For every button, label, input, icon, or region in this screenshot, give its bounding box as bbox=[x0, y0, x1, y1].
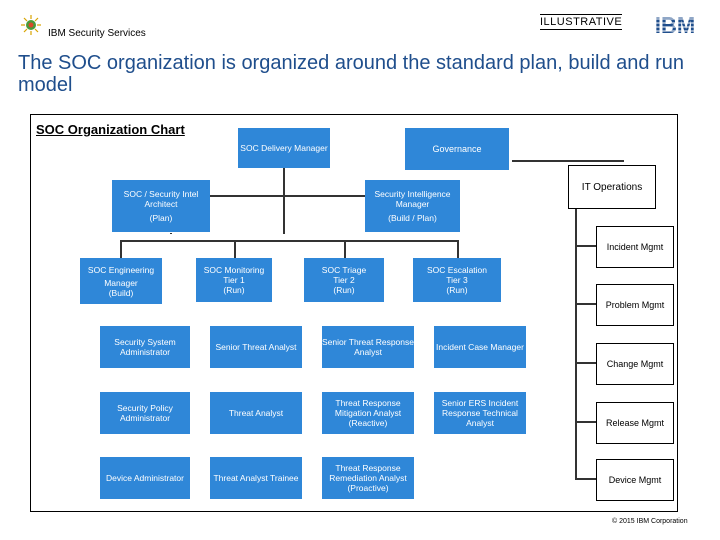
role-box: Security System Administrator bbox=[100, 326, 190, 368]
copyright: © 2015 IBM Corporation bbox=[612, 518, 688, 525]
illustrative-label: ILLUSTRATIVE bbox=[540, 14, 623, 30]
role-box: Device Administrator bbox=[100, 457, 190, 499]
connector-line bbox=[575, 208, 577, 478]
box-label: Threat Analyst Trainee bbox=[213, 473, 299, 483]
service-name: IBM Security Services bbox=[48, 28, 146, 39]
soc-triage-box: SOC Triage Tier 2 (Run) bbox=[304, 258, 384, 302]
box-label: SOC Delivery Manager bbox=[240, 143, 328, 153]
box-label: Incident Case Manager bbox=[436, 342, 524, 352]
soc-engineering-box: SOC Engineering Manager (Build) bbox=[80, 258, 162, 304]
box-role: (Plan) bbox=[149, 213, 173, 223]
connector-line bbox=[170, 233, 172, 234]
role-box: Threat Analyst bbox=[210, 392, 302, 434]
box-label: SOC Engineering bbox=[87, 264, 155, 275]
role-box: Threat Analyst Trainee bbox=[210, 457, 302, 499]
box-label: IT Operations bbox=[581, 181, 643, 193]
role-box: Senior Threat Response Analyst bbox=[322, 326, 414, 368]
box-label: Change Mgmt bbox=[606, 359, 664, 369]
connector-line bbox=[234, 240, 236, 260]
box-label: SOC Triage bbox=[321, 265, 367, 275]
box-label: Senior ERS Incident Response Technical A… bbox=[441, 398, 519, 428]
soc-escalation-box: SOC Escalation Tier 3 (Run) bbox=[413, 258, 501, 302]
role-box: Security Policy Administrator bbox=[100, 392, 190, 434]
box-label: Incident Mgmt bbox=[606, 242, 664, 252]
connector-line bbox=[210, 195, 283, 197]
connector-line bbox=[575, 362, 597, 364]
box-sub: Tier 1 bbox=[223, 275, 245, 285]
box-label: Security Intelligence Manager bbox=[374, 189, 451, 209]
box-label: Release Mgmt bbox=[605, 418, 665, 428]
ibm-logo: IBM bbox=[650, 13, 700, 41]
box-label: Problem Mgmt bbox=[605, 300, 665, 310]
ibm-logo-text: IBM bbox=[655, 14, 695, 36]
connector-line bbox=[575, 245, 597, 247]
box-role: (Run) bbox=[446, 285, 468, 295]
box-role: (Build) bbox=[108, 287, 134, 298]
box-label: Senior Threat Response Analyst bbox=[322, 337, 414, 357]
connector-line bbox=[283, 162, 285, 234]
connector-line bbox=[120, 240, 122, 260]
security-intel-manager-box: Security Intelligence Manager (Build / P… bbox=[365, 180, 460, 232]
box-label: Security Policy Administrator bbox=[117, 403, 173, 423]
connector-line bbox=[512, 160, 624, 162]
page-title: The SOC organization is organized around… bbox=[18, 52, 684, 96]
connector-line bbox=[283, 195, 373, 197]
role-box: Threat Response Remediation Analyst (Pro… bbox=[322, 457, 414, 499]
box-label: Security System Administrator bbox=[114, 337, 176, 357]
box-sub: Manager bbox=[104, 277, 138, 288]
soc-architect-box: SOC / Security Intel Architect (Plan) bbox=[112, 180, 210, 232]
box-label: Senior Threat Analyst bbox=[215, 342, 297, 352]
release-mgmt-box: Release Mgmt bbox=[596, 402, 674, 444]
role-box: Threat Response Mitigation Analyst (Reac… bbox=[322, 392, 414, 434]
role-box: Senior ERS Incident Response Technical A… bbox=[434, 392, 526, 434]
connector-line bbox=[575, 478, 597, 480]
box-label: Threat Analyst bbox=[228, 408, 284, 418]
box-label: Threat Response Mitigation Analyst (Reac… bbox=[334, 398, 402, 428]
box-role: (Build / Plan) bbox=[388, 213, 437, 223]
problem-mgmt-box: Problem Mgmt bbox=[596, 284, 674, 326]
box-label: SOC Escalation bbox=[427, 265, 487, 275]
box-label: SOC / Security Intel Architect bbox=[123, 189, 199, 209]
connector-line bbox=[575, 303, 597, 305]
soc-delivery-manager-box: SOC Delivery Manager bbox=[238, 128, 330, 168]
soc-monitoring-box: SOC Monitoring Tier 1 (Run) bbox=[196, 258, 272, 302]
box-label: Threat Response Remediation Analyst (Pro… bbox=[329, 463, 407, 493]
box-label: Device Mgmt bbox=[608, 475, 662, 485]
governance-box: Governance bbox=[405, 128, 509, 170]
box-role: (Run) bbox=[333, 285, 355, 295]
box-role: (Run) bbox=[223, 285, 245, 295]
it-operations-box: IT Operations bbox=[568, 165, 656, 209]
connector-line bbox=[120, 240, 458, 242]
box-sub: Tier 3 bbox=[446, 275, 468, 285]
connector-line bbox=[457, 240, 459, 260]
box-sub: Tier 2 bbox=[333, 275, 355, 285]
device-mgmt-box: Device Mgmt bbox=[596, 459, 674, 501]
box-label: Device Administrator bbox=[106, 473, 184, 483]
box-label: Governance bbox=[432, 144, 482, 154]
role-box: Senior Threat Analyst bbox=[210, 326, 302, 368]
chart-label: SOC Organization Chart bbox=[36, 122, 185, 137]
incident-mgmt-box: Incident Mgmt bbox=[596, 226, 674, 268]
connector-line bbox=[575, 421, 597, 423]
role-box: Incident Case Manager bbox=[434, 326, 526, 368]
connector-line bbox=[344, 240, 346, 260]
ibm-emblem-icon bbox=[20, 14, 42, 36]
box-label: SOC Monitoring bbox=[203, 265, 265, 275]
change-mgmt-box: Change Mgmt bbox=[596, 343, 674, 385]
org-chart-frame bbox=[30, 114, 678, 512]
